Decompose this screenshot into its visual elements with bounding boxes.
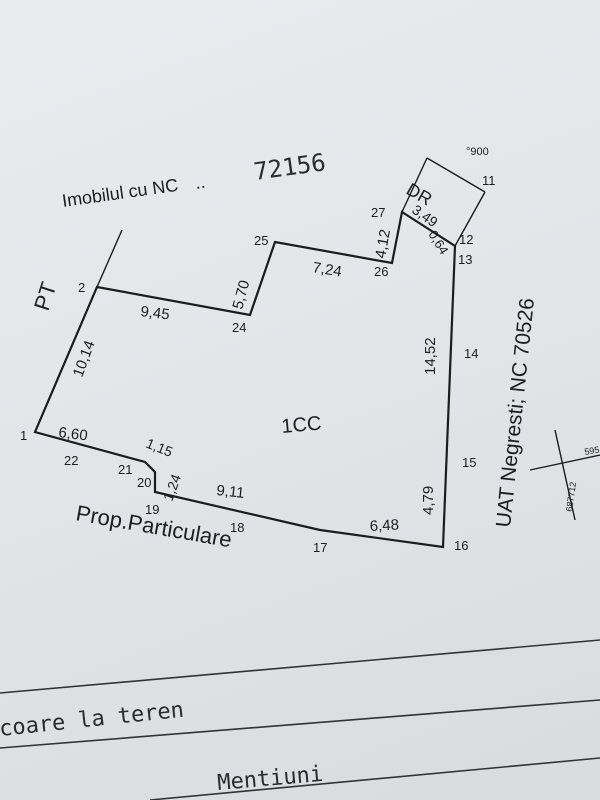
parcel-outline [33,210,457,549]
segment-length: 9,45 [140,303,171,323]
corner-coordinate-y: 595 [584,445,600,457]
segment-length: 10,14 [70,338,99,379]
corner-cross-horizontal [529,454,600,471]
point-number: 26 [374,264,388,279]
point-numbers: 1 2 11 12 13 14 15 16 17 18 19 20 21 22 … [20,173,496,555]
point-number: 19 [145,502,159,517]
segment-length: 4,12 [372,228,394,260]
dr-line-right [454,191,486,247]
segment-length: 9,11 [216,482,246,502]
nc-number: 72156 [252,148,327,186]
segment-length: 5,70 [229,278,253,311]
point-number: 16 [454,538,468,553]
point-number: 21 [118,462,132,477]
point-number: 17 [313,540,327,555]
segment-length: 6,60 [58,424,89,444]
header-dots: .. [194,172,207,193]
segment-length: 6,48 [369,516,399,535]
point-number: 20 [137,475,151,490]
point-number: 14 [464,346,478,361]
west-neighbor-line [96,229,123,288]
table-line-top [0,639,600,694]
point-number: 18 [230,520,244,535]
point-number: 24 [232,320,246,335]
parcel-label: 1CC [281,413,323,438]
segment-lengths: 10,14 9,45 5,70 7,24 4,12 3,49 0,64 14,5… [58,201,452,535]
point-number: 15 [462,455,476,470]
neighbor-lines [96,157,600,521]
scale-note: °900 [466,146,489,158]
segment-length: 14,52 [422,337,439,375]
point-number: 25 [254,233,268,248]
dr-line-end [426,157,486,193]
point-number: 1 [20,428,27,443]
point-number: 11 [482,173,496,188]
corner-cross-vertical [554,429,576,521]
segment-length: 4,79 [420,486,437,515]
table-line-middle [0,699,600,749]
corner-coordinate-x: 687712 [564,481,578,512]
table-line-bottom [149,757,600,800]
dr-line-top [401,157,428,213]
point-number: 22 [64,453,78,468]
point-number: 12 [459,232,473,247]
segment-length: 7,24 [311,259,343,280]
segment-length: 0,64 [425,228,451,257]
table-row-mentiuni: Mentiuni [216,762,324,796]
header-label: Imobilul cu NC [61,175,180,211]
neighbor-pt: PT [29,279,61,313]
segment-length: 1,15 [144,435,175,460]
neighbor-uat-negresti: UAT Negresti; NC 70526 [492,297,539,528]
point-number: 2 [78,280,85,295]
table-lines [0,639,600,800]
point-number: 13 [458,252,472,267]
point-number: 27 [371,205,385,220]
